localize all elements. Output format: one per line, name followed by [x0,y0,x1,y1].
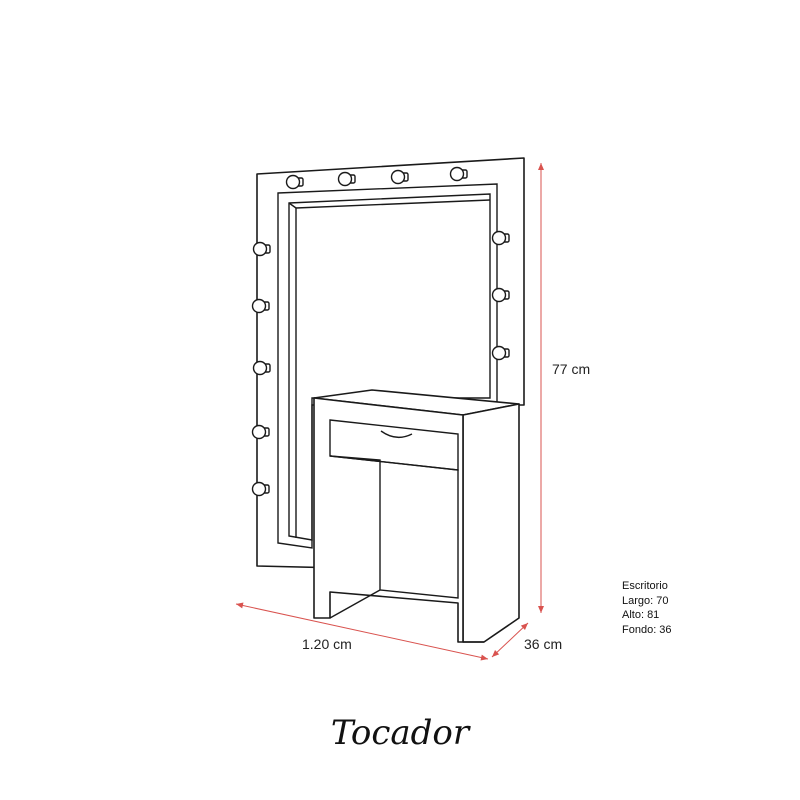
light-bulb-icon [251,424,270,440]
light-bulb-icon [491,287,510,303]
desk-knee-space [329,455,459,599]
depth-dimension-line [491,622,529,658]
drawer-handle [380,430,413,439]
mirror-bevel [288,202,297,209]
spec-fondo: Fondo: 36 [622,624,672,636]
desk-side-right [462,403,520,643]
light-bulb-icon [285,174,304,190]
height-dimension-line [538,163,544,613]
light-bulb-icon [449,166,468,182]
light-bulb-icon [251,298,270,314]
depth-label: 36 cm [524,636,562,652]
desk-specs: Escritorio Largo: 70 Alto: 81 Fondo: 36 [622,580,672,636]
product-title: Tocador [331,713,471,753]
width-label: 1.20 cm [302,636,352,652]
spec-alto: Alto: 81 [622,609,659,621]
width-dimension-line [235,602,489,661]
light-bulb-icon [491,345,510,361]
light-bulb-icon [337,171,356,187]
specs-heading: Escritorio [622,580,668,592]
desk [313,389,520,643]
mirror-light-bulbs [251,166,510,497]
dimension-lines [235,163,544,661]
height-label: 77 cm [552,361,590,377]
light-bulb-icon [390,169,409,185]
desk-inner-edge [329,589,381,619]
light-bulb-icon [491,230,510,246]
mirror-bevel [295,199,491,209]
light-bulb-icon [251,481,270,497]
light-bulb-icon [252,360,271,376]
spec-largo: Largo: 70 [622,595,668,607]
light-bulb-icon [252,241,271,257]
mirror-glass [288,193,491,541]
